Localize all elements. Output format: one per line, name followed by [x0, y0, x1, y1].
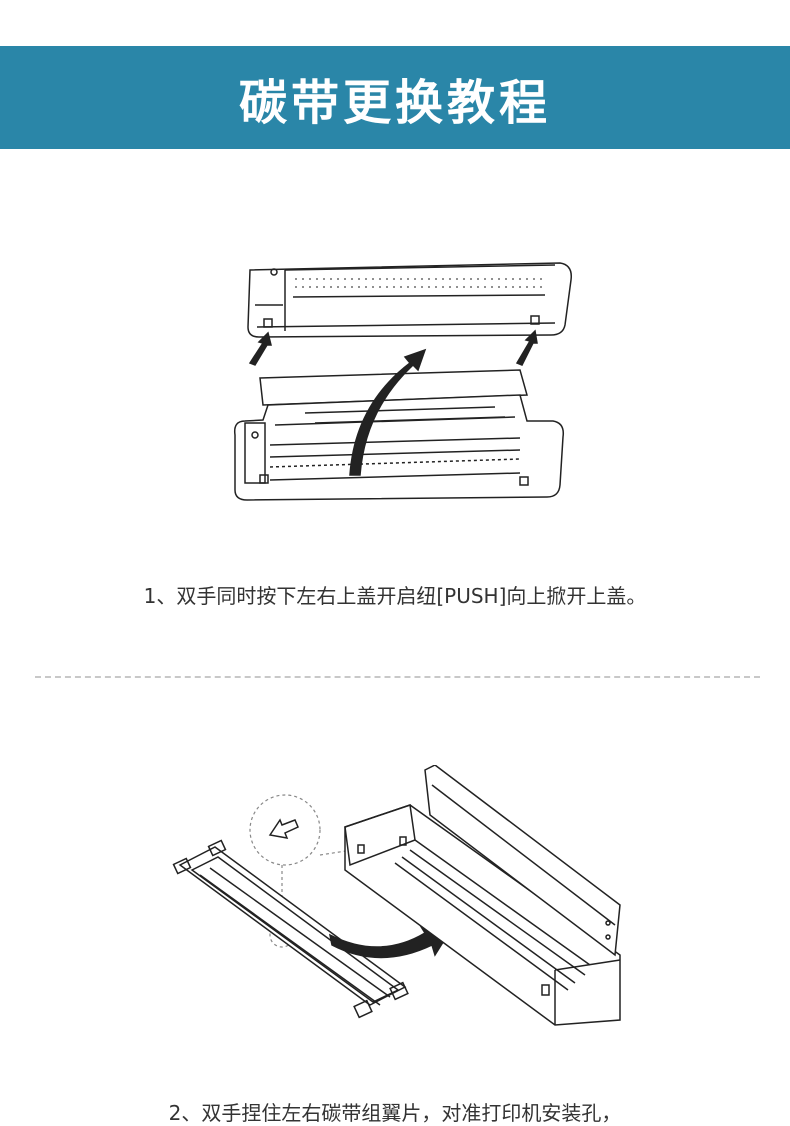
page-title: 碳带更换教程 — [238, 74, 551, 131]
ribbon-install-icon — [172, 765, 621, 1026]
section-divider — [35, 676, 760, 678]
step-2-caption: 2、双手捏住左右碳带组翼片，对准打印机安装孔， — [168, 1101, 622, 1125]
header-banner: 碳带更换教程 — [0, 46, 790, 149]
step-1-caption: 1、双手同时按下左右上盖开启纽[PUSH]向上掀开上盖。 — [143, 584, 647, 608]
step-1-illustration — [215, 245, 580, 505]
step-2-illustration — [170, 765, 630, 1035]
printer-open-lid-icon — [233, 262, 573, 501]
